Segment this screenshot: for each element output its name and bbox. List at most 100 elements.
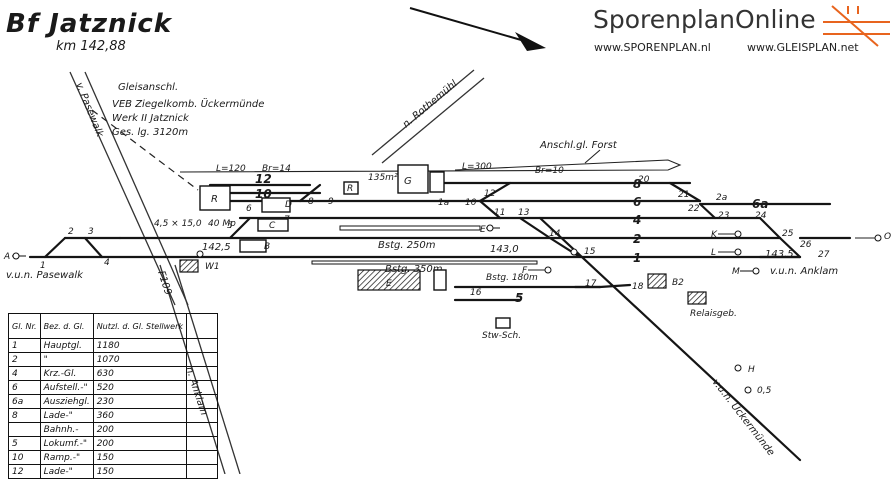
goods-shed <box>397 164 429 194</box>
loading-area-1: 4,5 × 15,0 <box>154 219 202 229</box>
legend-cell-len: 150 <box>92 464 188 479</box>
branch-ueckermuende <box>538 216 802 462</box>
relais-label: Relaisgeb. <box>690 309 737 319</box>
switch-2: 2 <box>68 227 74 237</box>
building-r-small-label: R <box>347 184 353 194</box>
track-2-number: 2 <box>633 232 641 246</box>
track-6a-number: 6a <box>752 197 768 211</box>
legend-cell-blank <box>186 394 219 409</box>
road-pasewalk-label: v. Pasewalk <box>73 81 105 140</box>
legend-cell-nr: 2 <box>8 352 41 367</box>
road-f109-label: F109 <box>155 270 173 297</box>
building-c <box>257 218 289 232</box>
switch-2a: 2a <box>716 193 727 203</box>
label-l120: L=120 <box>216 164 246 174</box>
station-title: Bf Jatznick <box>6 9 173 39</box>
switch-23: 23 <box>718 211 730 221</box>
switch-4: 4 <box>104 258 110 268</box>
legend-cell-blank <box>186 436 219 451</box>
direction-arrow <box>409 7 546 51</box>
station-building-label: E <box>386 279 392 289</box>
stw-building <box>495 317 511 329</box>
legend-header-blank <box>186 313 219 339</box>
switch-5: 5 <box>227 221 233 231</box>
siding-note-3: Werk II Jatznick <box>112 113 190 124</box>
legend-cell-len: 520 <box>92 380 188 395</box>
signal-k: K <box>711 230 742 240</box>
legend-cell-nr: 5 <box>8 436 41 451</box>
switch-18: 18 <box>632 282 644 292</box>
legend-cell-nr: 10 <box>8 450 41 465</box>
switch-logo-icon <box>823 5 890 47</box>
legend-cell-blank <box>186 464 219 479</box>
legend-cell-bez: Lade-" <box>39 464 94 479</box>
switch-6: 6 <box>246 204 252 214</box>
switch-14: 14 <box>549 229 561 239</box>
signal-e: E <box>480 224 500 235</box>
km-1435: 143,5 <box>765 249 794 260</box>
dest-pasewalk: v.u.n. Pasewalk <box>6 270 84 281</box>
legend-cell-len: 200 <box>92 422 188 437</box>
platform-250-label: Bstg. 250m <box>378 240 436 251</box>
legend-cell-blank <box>186 352 219 367</box>
buildings: R R G 135m² D C B E W1 B2 Relaisgeb. Stw… <box>154 164 737 341</box>
platform-350 <box>311 260 538 265</box>
legend-header-len: Nutzl. d. Gl. Stellwerk <box>92 313 188 339</box>
building-w1 <box>179 259 199 273</box>
label-l300: L=300 <box>462 162 492 172</box>
signal-l: L <box>711 248 742 258</box>
legend-cell-bez: Aufstell.-" <box>39 380 94 395</box>
table-row: 2"1070 <box>8 352 219 367</box>
building-d <box>261 197 291 213</box>
building-d-label: D <box>285 200 292 210</box>
signal-a-label: A <box>3 252 10 262</box>
switch-21: 21 <box>678 190 689 200</box>
switch-27: 27 <box>818 250 830 260</box>
switch-13: 13 <box>518 208 530 218</box>
signal-l-label: L <box>711 248 716 258</box>
legend-cell-bez: Lade-" <box>39 408 94 423</box>
legend-cell-len: 200 <box>92 436 188 451</box>
signal-m-label: M <box>732 267 740 277</box>
legend-header-nr: Gl. Nr. <box>8 313 41 339</box>
switch-10: 10 <box>465 198 477 208</box>
legend-cell-blank <box>186 338 219 353</box>
building-b2-label: B2 <box>672 278 684 288</box>
track-1-number: 1 <box>633 251 641 265</box>
signal-k-label: K <box>711 230 718 240</box>
switch-16: 16 <box>470 288 482 298</box>
building-r-big <box>199 185 231 211</box>
legend-cell-blank <box>186 408 219 423</box>
signal-f-label: F <box>522 266 528 276</box>
table-row: Bahnh.-200 <box>8 422 219 437</box>
legend-cell-nr: 12 <box>8 464 41 479</box>
legend-cell-nr <box>8 422 41 437</box>
siding-note-1: Gleisanschl. <box>118 82 178 93</box>
legend-cell-nr: 8 <box>8 408 41 423</box>
km-05: 0,5 <box>757 386 772 396</box>
brand-url-2: www.GLEISPLAN.net <box>747 41 859 54</box>
switch-11: 11 <box>494 208 505 218</box>
legend-cell-bez: " <box>39 352 94 367</box>
signal-o: O <box>855 232 891 242</box>
track-12-number: 12 <box>255 172 272 186</box>
legend-cell-bez: Bahnh.- <box>39 422 94 437</box>
legend-header-row: Gl. Nr. Bez. d. Gl. Nutzl. d. Gl. Stellw… <box>8 313 219 339</box>
brand-name: SporenplanOnline <box>593 5 816 34</box>
legend-cell-len: 1180 <box>92 338 188 353</box>
signal-h-label: H <box>748 365 755 375</box>
switch-24: 24 <box>755 211 767 221</box>
signal-a: A <box>3 252 26 262</box>
legend-cell-len: 1070 <box>92 352 188 367</box>
legend-cell-nr: 1 <box>8 338 41 353</box>
track-6-number: 6 <box>633 195 641 209</box>
switch-20: 20 <box>638 175 650 185</box>
legend-header-bez: Bez. d. Gl. <box>39 313 94 339</box>
platform-250 <box>339 225 481 231</box>
legend-cell-bez: Hauptgl. <box>39 338 94 353</box>
siding-note-2: VEB Ziegelkomb. Ückermünde <box>112 97 264 110</box>
